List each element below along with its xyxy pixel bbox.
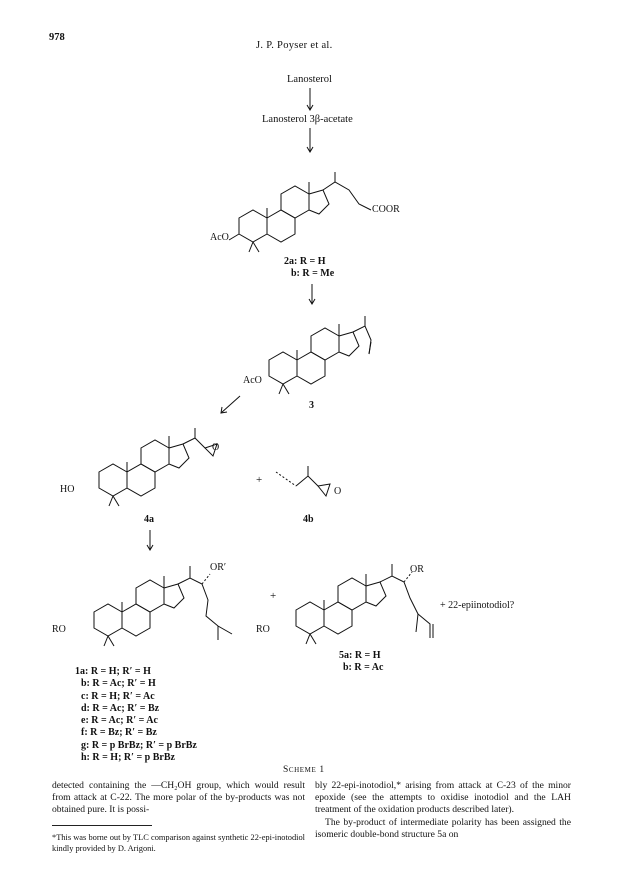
compound-3-substituent: AcO <box>243 375 262 386</box>
compound-1-or-label: OR′ <box>210 562 227 573</box>
lanosterol-label: Lanosterol <box>287 74 332 85</box>
compound-5-label: 5a: R = H <box>339 650 381 661</box>
reaction-arrow <box>146 530 154 551</box>
plus-sign: + <box>256 474 263 486</box>
left-column-text: detected containing the —CH₂OH group, wh… <box>52 780 305 817</box>
footnote: *This was borne out by TLC comparison ag… <box>52 833 305 853</box>
plus-sign: + <box>270 590 277 602</box>
compound-3-structure <box>268 316 372 395</box>
reaction-arrow <box>308 284 316 305</box>
reaction-arrow <box>306 88 314 111</box>
compound-4b-structure <box>275 466 331 498</box>
page-number: 978 <box>49 32 65 43</box>
footnote-rule <box>52 825 152 826</box>
compound-1-substituent: RO <box>52 624 66 635</box>
paragraph: detected containing the —CH₂OH group, wh… <box>52 780 305 816</box>
compound-1-label: 1a: R = H; R′ = H <box>75 666 151 677</box>
compound-5-substituent: RO <box>256 624 270 635</box>
compound-4a-structure <box>98 428 218 507</box>
paragraph: bly 22-epi-inotodiol,* arising from atta… <box>315 780 571 816</box>
compound-2-structure <box>228 172 372 253</box>
reaction-arrow <box>220 395 241 414</box>
compound-4a-number: 4a <box>144 514 154 525</box>
compound-2-ester: COOR <box>372 204 400 215</box>
compound-2-label: 2a: R = H <box>284 256 326 267</box>
paragraph: The by-product of intermediate polarity … <box>315 816 571 840</box>
compound-5-or-label: OR <box>410 564 424 575</box>
epoxide-oxygen-label: O <box>212 442 220 453</box>
compound-4b-number: 4b <box>303 514 314 525</box>
compound-1-label: f: R = Bz; R′ = Bz <box>81 727 157 739</box>
compound-1-label: b: R = Ac; R′ = H <box>81 678 156 690</box>
compound-1-label: e: R = Ac; R′ = Ac <box>81 715 158 727</box>
compound-2-substituent: AcO <box>210 232 229 243</box>
scheme-caption: Scheme 1 <box>283 765 325 775</box>
compound-2-label: b: R = Me <box>291 268 335 279</box>
compound-1-label: g: R = p BrBz; R′ = p BrBz <box>81 739 197 751</box>
reaction-arrow <box>306 128 314 153</box>
compound-1-structure <box>93 566 233 647</box>
compound-5-label: b: R = Ac <box>343 662 384 673</box>
compound-3-number: 3 <box>309 400 314 411</box>
running-head: J. P. Poyser et al. <box>256 40 333 51</box>
compound-5-extra-product: + 22-epiinotodiol? <box>440 600 515 611</box>
compound-1-label: c: R = H; R′ = Ac <box>81 690 155 702</box>
epoxide-oxygen-label: O <box>334 486 342 497</box>
compound-4a-substituent: HO <box>60 484 75 495</box>
right-column-text: bly 22-epi-inotodiol,* arising from atta… <box>315 780 571 841</box>
lanosterol-acetate-label: Lanosterol 3β-acetate <box>262 114 353 125</box>
compound-1-label: d: R = Ac; R′ = Bz <box>81 702 160 714</box>
compound-1-label: h: R = H; R′ = p BrBz <box>81 752 175 764</box>
compound-5-structure <box>295 564 434 645</box>
compound-1-label-list: 1a: R = H; R′ = H b: R = Ac; R′ = H c: R… <box>75 666 197 764</box>
